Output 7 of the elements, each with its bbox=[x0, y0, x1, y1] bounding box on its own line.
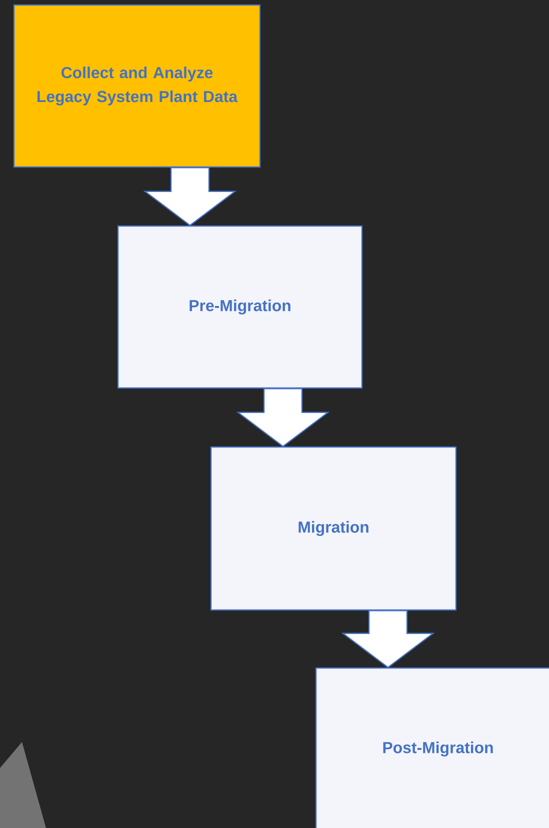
block-arrow bbox=[236, 388, 330, 448]
process-box: Collect and Analyze Legacy System Plant Data bbox=[13, 4, 261, 168]
block-arrow bbox=[341, 610, 435, 668]
process-box: Pre-Migration bbox=[117, 225, 363, 389]
process-box: Migration bbox=[210, 446, 457, 611]
block-arrow bbox=[143, 167, 237, 226]
process-box: Post-Migration bbox=[315, 667, 549, 828]
